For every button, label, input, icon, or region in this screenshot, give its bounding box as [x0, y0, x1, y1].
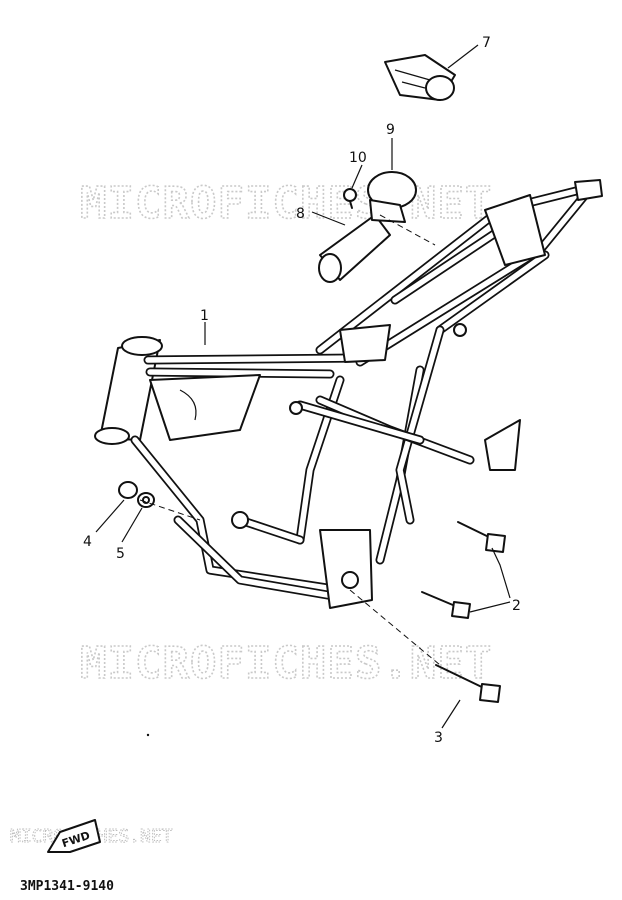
part-8-bracket — [318, 199, 406, 283]
main-frame — [94, 179, 603, 609]
callout-7: 7 — [482, 35, 491, 51]
part-7-rubber — [384, 54, 456, 101]
part-3-long-bolt — [435, 664, 501, 703]
callout-10: 10 — [349, 150, 367, 166]
callout-9: 9 — [386, 122, 395, 138]
alignment-line — [139, 499, 201, 521]
part-10-screw — [343, 188, 357, 209]
part-2-bolt-lower — [421, 591, 471, 619]
alignment-line — [379, 214, 436, 246]
watermark-top: MICROFICHES.NET — [80, 178, 492, 229]
leader-lines — [95, 44, 511, 729]
callout-3: 3 — [434, 730, 443, 746]
fwd-arrow-icon: FWD — [47, 819, 101, 853]
callout-1: 1 — [200, 308, 209, 324]
stray-mark — [146, 733, 150, 737]
part-4-nut — [118, 481, 138, 499]
callout-4: 4 — [83, 534, 92, 550]
callout-8: 8 — [296, 206, 305, 222]
part-code: 3MP1341-9140 — [20, 879, 114, 894]
callout-2: 2 — [512, 598, 521, 614]
part-2-bolt-upper — [457, 521, 506, 553]
watermark-bottom: MICROFICHES.NET — [80, 638, 492, 689]
callout-5: 5 — [116, 546, 125, 562]
